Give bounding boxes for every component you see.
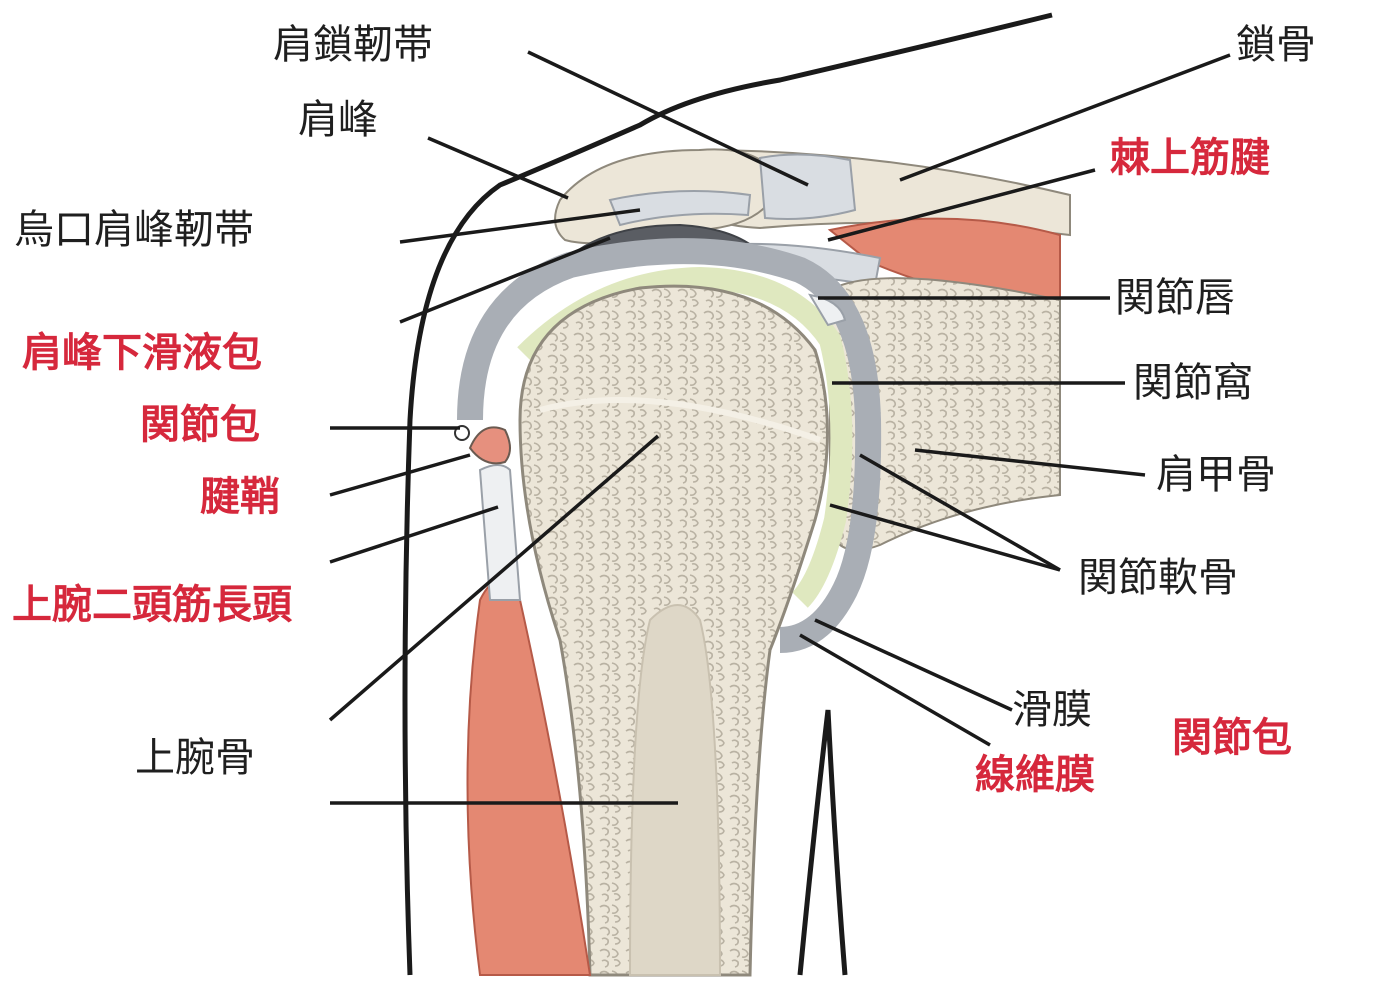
label-clavicle: 鎖骨 (1236, 22, 1316, 68)
label-glenoid-fossa: 関節窩 (1133, 360, 1253, 406)
ac-ligament-shape (758, 153, 857, 220)
label-joint-capsule-left: 関節包 (140, 402, 260, 448)
biceps-tendon (478, 464, 522, 601)
label-acromion: 肩峰 (298, 97, 378, 143)
label-fibrous-membrane: 線維膜 (975, 752, 1095, 798)
leader-lines (328, 50, 1231, 805)
label-labrum: 関節唇 (1115, 275, 1235, 321)
label-joint-capsule-right: 関節包 (1172, 715, 1292, 761)
labrum-shape (808, 293, 847, 327)
epiphyseal-line (539, 397, 821, 443)
capsule-shape (457, 238, 882, 653)
label-subacromial-bursa: 肩峰下滑液包 (22, 330, 262, 376)
medullary-canal (628, 604, 722, 976)
label-acromioclavicular-ligament: 肩鎖靭帯 (273, 22, 433, 68)
label-biceps-long-head: 上腕二頭筋長頭 (12, 582, 292, 628)
label-scapula: 肩甲骨 (1156, 452, 1276, 498)
label-coracoacromial-ligament: 烏口肩峰靭帯 (14, 207, 254, 253)
armpit-outline (797, 709, 848, 976)
body-outline (402, 12, 1053, 976)
label-tendon-sheath: 腱鞘 (200, 474, 280, 520)
ca-ligament-shape (608, 190, 752, 227)
label-humerus: 上腕骨 (135, 735, 255, 781)
label-supraspinatus-tendon: 棘上筋腱 (1110, 135, 1270, 181)
label-articular-cartilage: 関節軟骨 (1078, 555, 1238, 601)
tendon-sheath-shape (468, 426, 511, 465)
label-synovial-membrane: 滑膜 (1012, 687, 1092, 733)
